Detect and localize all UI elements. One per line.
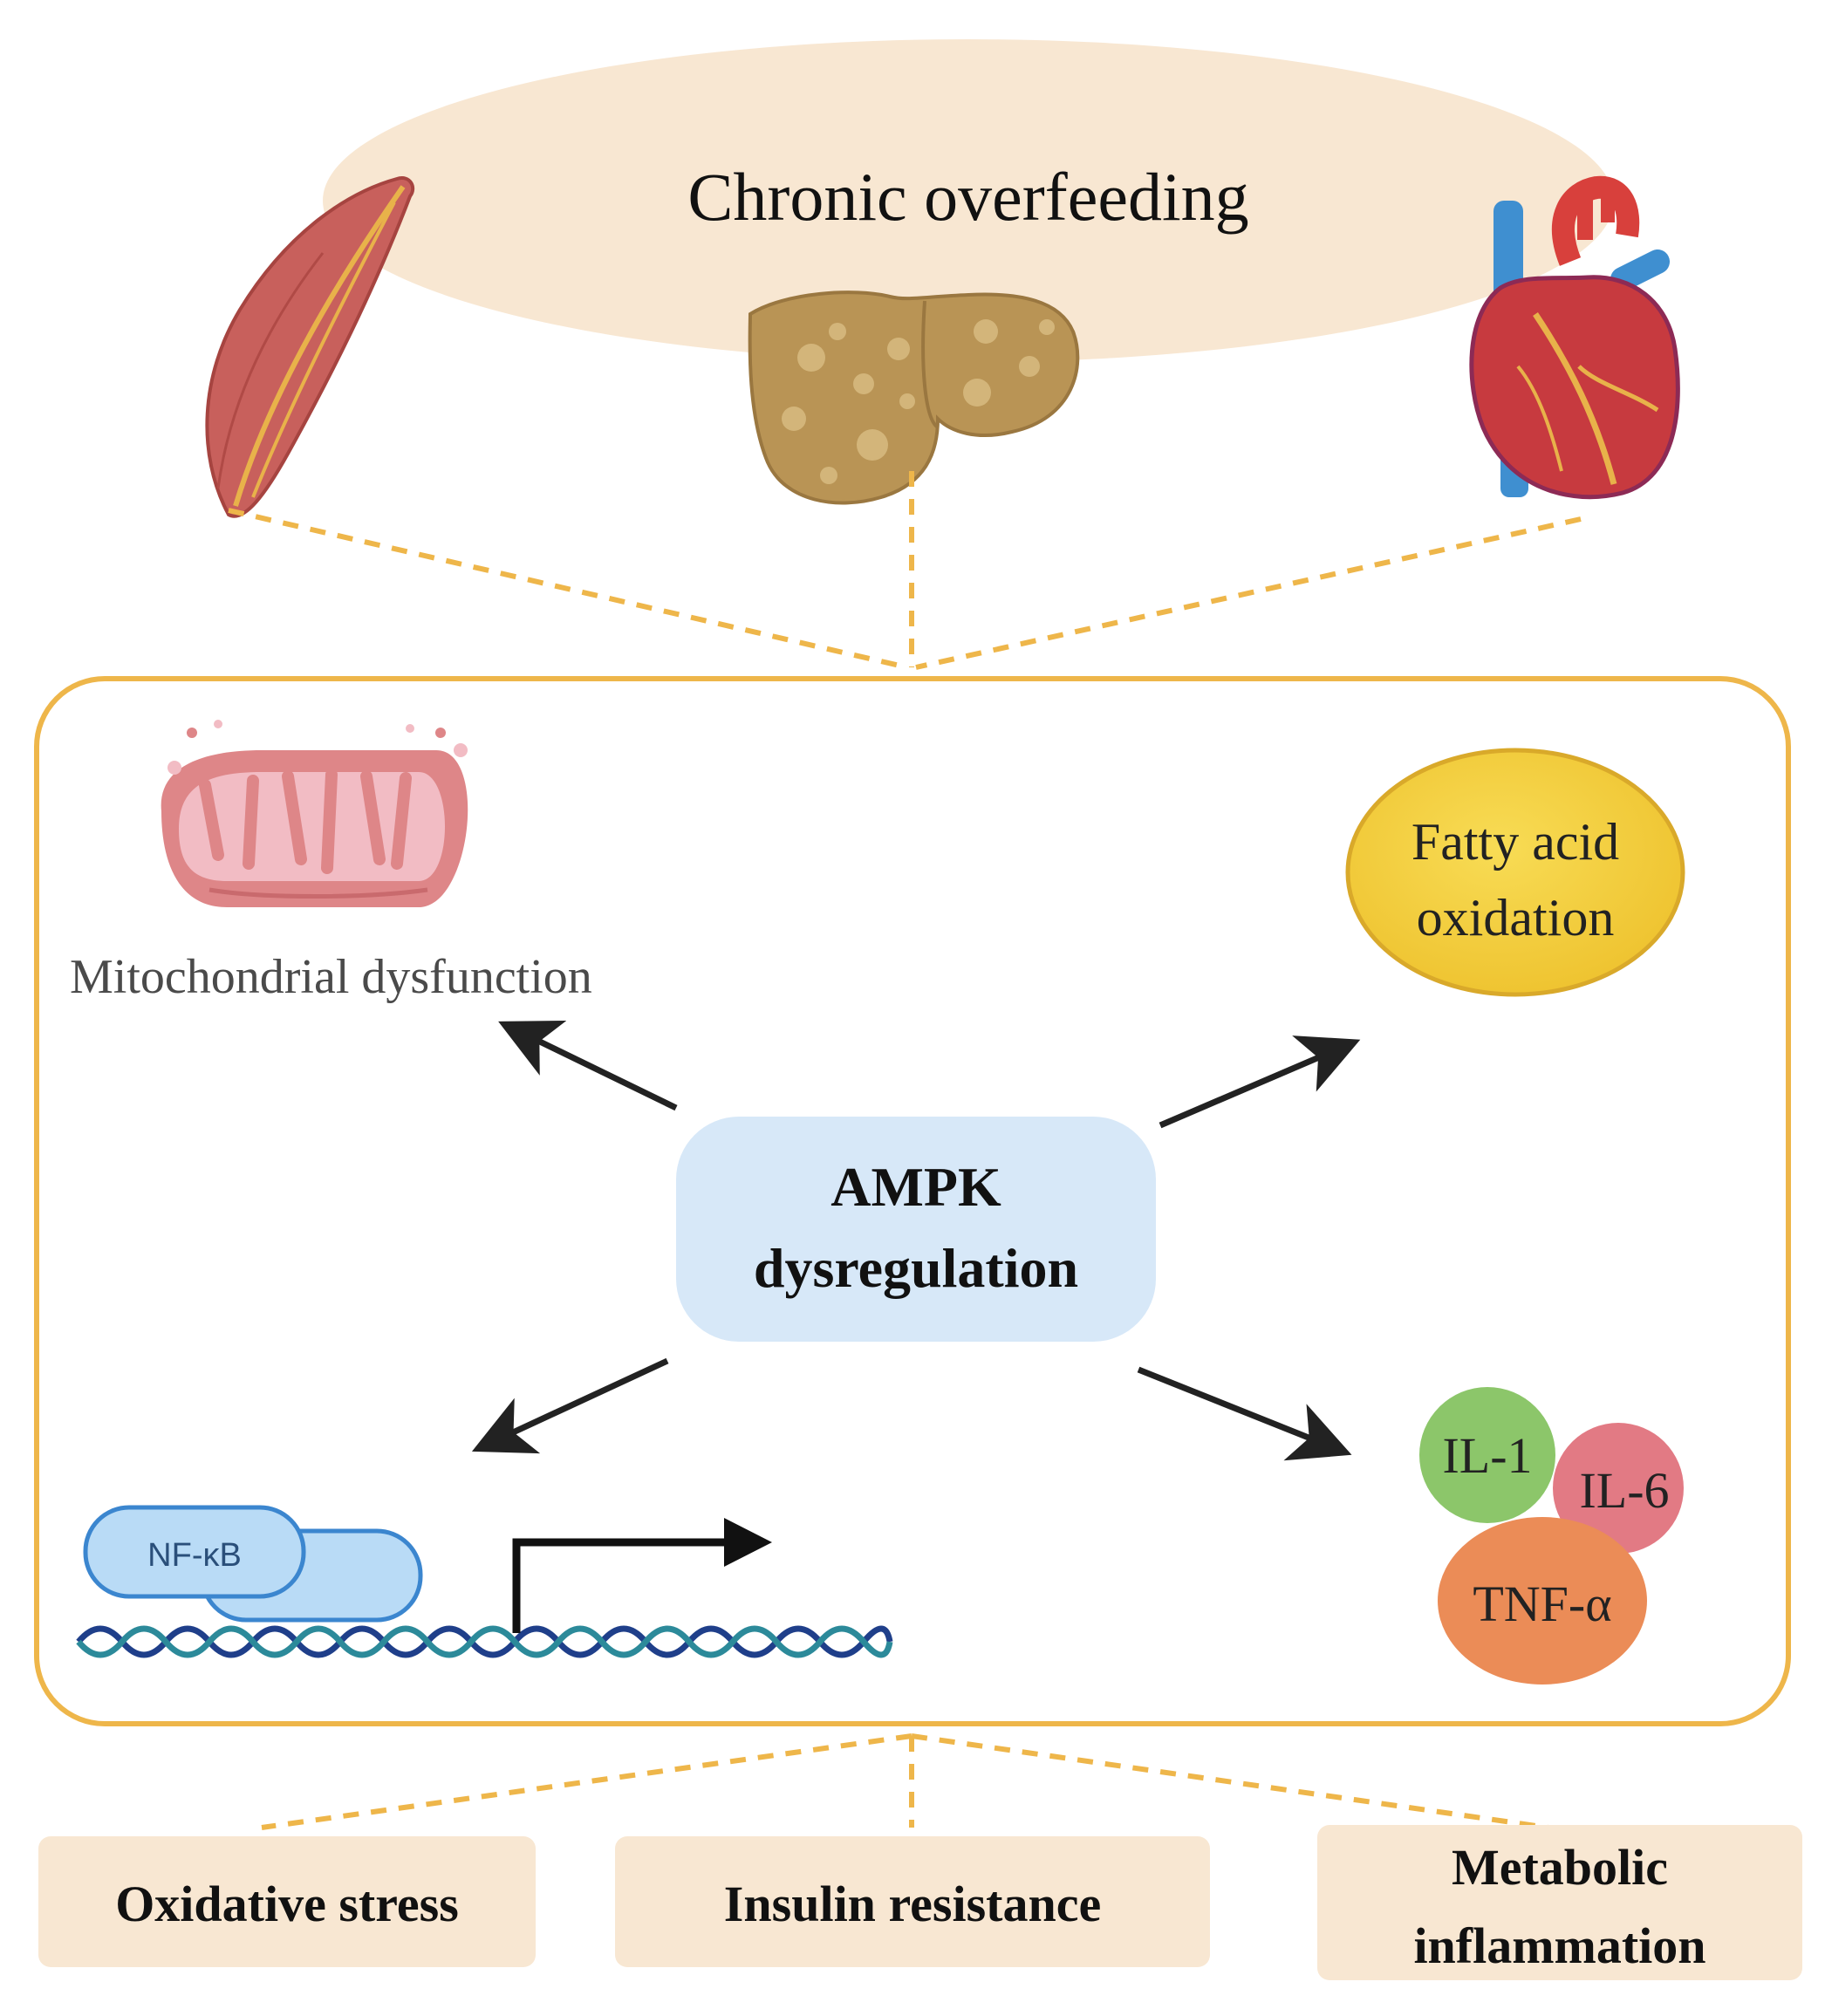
outcome-metabolic-line2: inflammation [1413, 1917, 1705, 1974]
outcome-metabolic-line1: Metabolic [1452, 1839, 1668, 1896]
arrow-to-cytokines [1137, 1366, 1352, 1461]
mitochondria-icon [161, 720, 468, 907]
il6-circle [1553, 1423, 1684, 1554]
il1-label: IL-1 [1442, 1427, 1532, 1484]
muscle-icon [205, 176, 415, 518]
arrow-to-fatty-acid [1159, 1035, 1361, 1129]
cytokine-cluster [1419, 1387, 1684, 1685]
main-panel [34, 676, 1791, 1726]
outcome-box-oxidative [38, 1836, 536, 1967]
ampk-arrows [471, 1020, 1361, 1461]
ampk-line2: dysregulation [754, 1237, 1078, 1299]
il1-circle [1419, 1387, 1555, 1523]
top-connectors [228, 471, 1582, 670]
arrow-to-nfkb [471, 1357, 669, 1454]
liver-icon [748, 290, 1080, 505]
bottom-connectors [261, 1733, 1549, 1830]
arrow-to-mitochondria [498, 1020, 678, 1111]
mitochondria-label: Mitochondrial dysfunction [70, 950, 592, 1004]
dna-strand-b [76, 1625, 893, 1658]
ampk-line1: AMPK [830, 1156, 1001, 1218]
outcome-box-metabolic [1317, 1825, 1802, 1980]
nfkb-dna-icon [76, 1505, 893, 1658]
fatty-acid-line1: Fatty acid [1411, 813, 1619, 871]
ampk-box [676, 1117, 1156, 1342]
fatty-acid-line2: oxidation [1417, 889, 1615, 946]
title-text: Chronic overfeeding [687, 159, 1248, 235]
overfeeding-ellipse [323, 39, 1614, 362]
fatty-acid-ellipse [1345, 748, 1685, 997]
outcome-oxidative: Oxidative stress [115, 1876, 459, 1932]
outcome-box-insulin [615, 1836, 1210, 1967]
heart-icon [1469, 175, 1680, 500]
tnf-ellipse [1438, 1517, 1647, 1685]
transcription-arrow [512, 1538, 733, 1633]
dna-strand-a [76, 1625, 893, 1658]
outcome-insulin: Insulin resistance [724, 1876, 1101, 1932]
nfkb-label: NF-κB [147, 1537, 242, 1574]
il6-label: IL-6 [1579, 1462, 1669, 1519]
tnf-label: TNF-α [1473, 1575, 1611, 1632]
